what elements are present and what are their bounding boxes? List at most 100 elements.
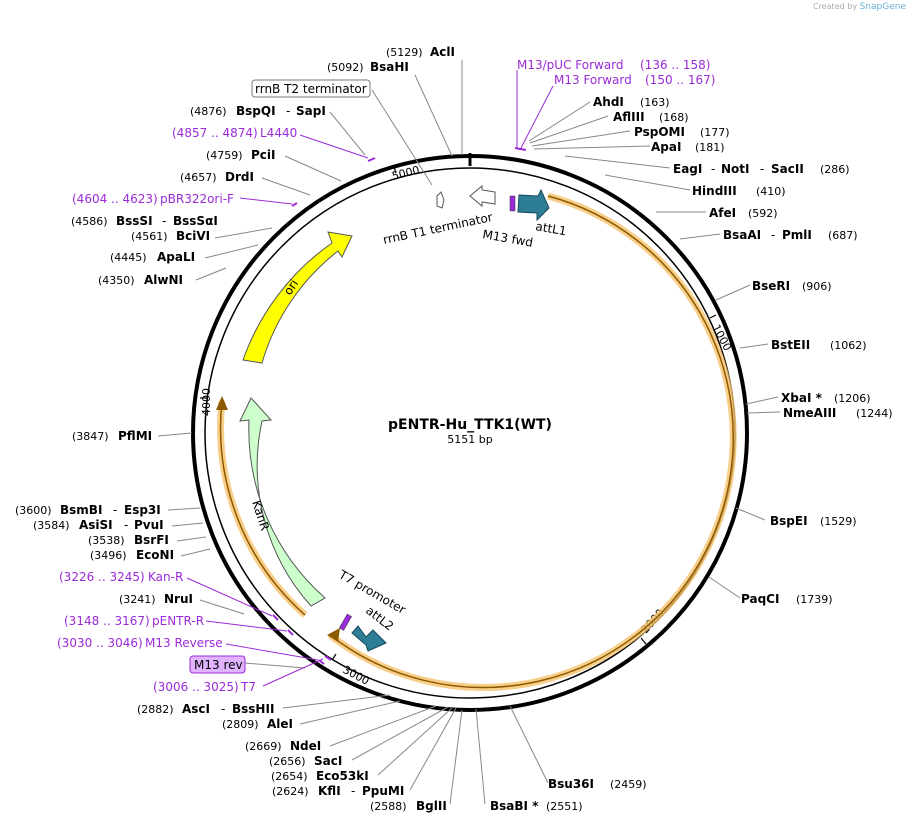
bsu36i-name: Bsu36I (548, 777, 594, 791)
bsmbi-name: BsmBI (60, 503, 102, 517)
acii-pos: (5129) (386, 46, 423, 59)
credit-prefix: Created by (813, 2, 858, 11)
kfli-dash: - (351, 784, 355, 798)
asisi-name2: PvuI (134, 518, 164, 532)
attl2-feature (351, 625, 387, 652)
sapi-name2: SapI (296, 104, 326, 118)
bssi-dash: - (162, 214, 166, 228)
eagi-pos: (286) (820, 163, 850, 176)
pflmi-name: PflMI (118, 429, 152, 443)
t7-promoter-feature (338, 613, 352, 631)
bglii-name: BglII (416, 799, 447, 813)
rrnb-t2-box (251, 79, 371, 98)
bsahi-name: BsaHI (370, 60, 409, 74)
bsu36i-pos: (2459) (610, 778, 647, 791)
nrui-pos: (3241) (119, 593, 156, 606)
bsmbi-name2: Esp3I (124, 503, 161, 517)
pflmi-pos: (3847) (72, 430, 109, 443)
tick-4000: 4000 (200, 388, 213, 416)
sapi-pos: (4876) (190, 105, 227, 118)
bsaai-name: BsaAI (723, 228, 761, 242)
asci-dash: - (221, 702, 225, 716)
pentr-range: (3148 .. 3167) (64, 614, 150, 628)
sapi-name: BspQI (236, 104, 276, 118)
xbai-pos: (1206) (834, 392, 871, 405)
nrui-name: NruI (164, 592, 193, 606)
eagi-name3: SacII (771, 162, 804, 176)
bsteii-pos: (1062) (830, 339, 867, 352)
econi-name: EcoNI (136, 548, 174, 562)
orf-kan-arc (219, 400, 306, 616)
m13f-name: M13 Forward (554, 73, 632, 87)
m13-rev-label: M13 rev (194, 658, 243, 672)
nmeaiii-name: NmeAIII (783, 406, 836, 420)
t7-name: T7 (240, 680, 256, 694)
bsteii-name: BstEII (771, 338, 810, 352)
bsmbi-pos: (3600) (15, 504, 52, 517)
kanr-primer-name: Kan-R (148, 570, 183, 584)
asisi-pos: (3584) (33, 519, 70, 532)
kfli-name2: PpuMI (362, 784, 404, 798)
bssi-name: BssSI (116, 214, 153, 228)
nmeaiii-pos: (1244) (856, 407, 893, 420)
pbr322-name: pBR322ori-F (160, 192, 234, 206)
bseri-pos: (906) (802, 280, 832, 293)
alwni-pos: (4350) (98, 274, 135, 287)
pcii-pos: (4759) (206, 149, 243, 162)
aflii-pos: (168) (659, 111, 689, 124)
snapgene-logo: SnapGene (859, 2, 906, 12)
t7-range: (3006 .. 3025) (153, 680, 239, 694)
pspomi-pos: (177) (700, 126, 730, 139)
m13r-name: M13 Reverse (145, 636, 223, 650)
pentr-name: pENTR-R (152, 614, 204, 628)
afei-name: AfeI (709, 206, 736, 220)
apai-name: ApaI (651, 140, 681, 154)
bspei-name: BspEI (770, 514, 808, 528)
l4440-name: L4440 (260, 126, 297, 140)
rrnb-t1-small-feature (436, 191, 445, 209)
asisi-name: AsiSI (79, 518, 113, 532)
aflii-name: AflIII (613, 110, 645, 124)
kanr-label: KanR (249, 499, 272, 533)
kfli-name: KflI (318, 784, 341, 798)
orf-ttk1-arc (329, 195, 734, 689)
ndei-name: NdeI (290, 739, 321, 753)
asci-name2: BssHII (232, 702, 274, 716)
bsmbi-dash: - (113, 503, 117, 517)
afei-pos: (592) (748, 207, 778, 220)
bssi-name2: BssSαI (173, 214, 218, 228)
bssi-pos: (4586) (71, 215, 108, 228)
paqci-pos: (1739) (796, 593, 833, 606)
rrnb-t1-feature (469, 184, 496, 208)
drdi-pos: (4657) (180, 171, 217, 184)
orf-kan-arrowhead (216, 396, 228, 410)
xbai-name: XbaI * (781, 391, 823, 405)
alei-name: AleI (267, 717, 293, 731)
m13r-range: (3030 .. 3046) (57, 636, 143, 650)
tick-marks (200, 166, 717, 661)
hindiii-name: HindIII (692, 184, 737, 198)
rrnb-t1-label: rrnB T1 terminator (382, 210, 494, 247)
paqci-name: PaqCI (741, 592, 779, 606)
hindiii-pos: (410) (756, 185, 786, 198)
ori-feature (242, 231, 353, 364)
apali-name: ApaLI (157, 250, 195, 264)
bcivi-pos: (4561) (131, 230, 168, 243)
pbr322-range: (4604 .. 4623) (72, 192, 158, 206)
bseri-name: BseRI (752, 279, 790, 293)
plasmid-length: 5151 bp (447, 433, 492, 446)
plasmid-name: pENTR-Hu_TTK1(WT) (388, 417, 552, 433)
sapi-dash: - (286, 104, 290, 118)
asci-name: AscI (182, 702, 210, 716)
orf-ttk1-glow (327, 192, 737, 691)
attl1-label: attL1 (534, 219, 567, 238)
primer-marks (272, 147, 527, 665)
bsabi-name: BsaBI * (490, 799, 539, 813)
eagi-dash1: - (711, 162, 715, 176)
orf-ttk1-arrowhead (327, 628, 340, 642)
rrnb-t2-label: rrnB T2 terminator (255, 82, 367, 96)
bsaai-name2: PmlI (782, 228, 812, 242)
bspei-pos: (1529) (820, 515, 857, 528)
bsahi-pos: (5092) (327, 61, 364, 74)
eco53ki-name: Eco53kI (316, 769, 369, 783)
